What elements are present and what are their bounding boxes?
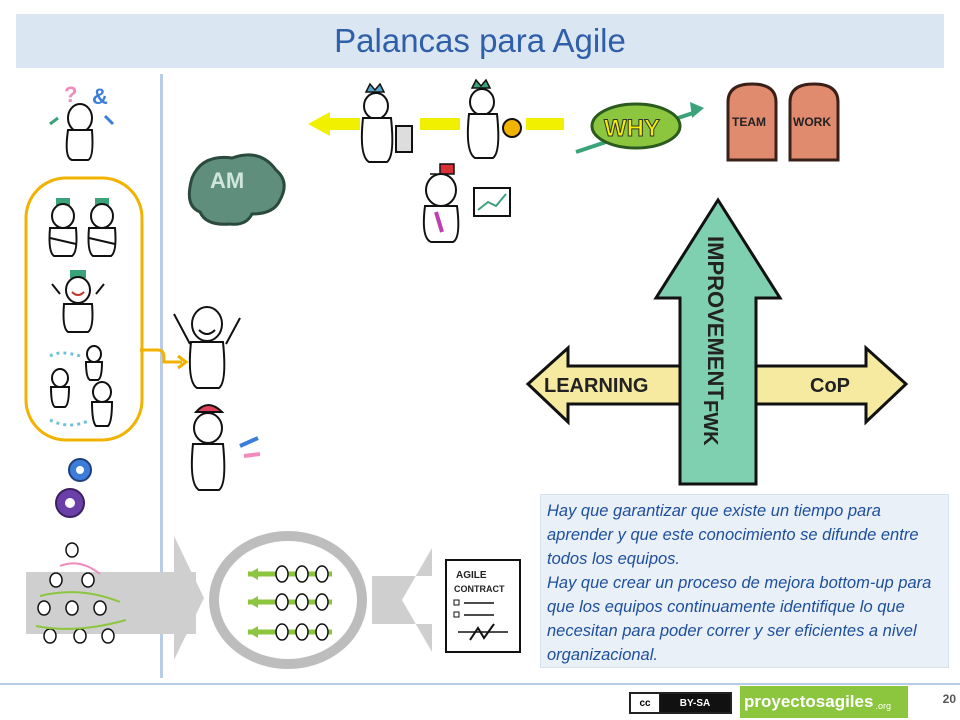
brain-icon: AM [187, 153, 286, 226]
logo-text: proyectosagiles [744, 692, 874, 711]
happy-manager-icon [51, 270, 105, 333]
why-label: WHY [604, 115, 660, 142]
title-bar: Palancas para Agile [16, 14, 944, 68]
proyectosagiles-logo[interactable]: proyectosagiles .org [740, 686, 908, 718]
confused-person-icon: ? & [49, 82, 115, 161]
page-number: 20 [942, 692, 956, 706]
note-paragraph-1: Hay que garantizar que existe un tiempo … [547, 502, 919, 568]
svg-text:?: ? [64, 82, 77, 107]
footer-divider [0, 683, 960, 685]
worker-person-icon [190, 404, 261, 491]
license-label: BY-SA [660, 694, 730, 712]
vertical-divider [160, 74, 163, 678]
king-with-coin-icon [466, 78, 522, 159]
why-icon: WHY [575, 102, 704, 154]
contract-line2: CONTRACT [454, 584, 505, 594]
learning-label: LEARNING [544, 375, 648, 397]
contract-line1: AGILE [456, 570, 487, 581]
king-with-tablet-icon [360, 82, 413, 163]
license-badge[interactable]: cc BY-SA [629, 692, 732, 714]
hierarchy-network-icon [26, 536, 204, 660]
svg-text:&: & [92, 84, 108, 109]
cheering-person-icon [173, 306, 241, 389]
tablet-right-label: WORK [793, 115, 831, 129]
cc-icon: cc [631, 694, 660, 712]
pointer-arrow [140, 348, 182, 364]
agile-contract-icon: AGILE CONTRACT [445, 559, 521, 653]
managers-icon [48, 198, 117, 257]
delegation-arrow [308, 112, 564, 136]
gears-icon [55, 458, 92, 518]
logo-suffix: .org [875, 701, 891, 711]
businessman-chart-icon [422, 163, 511, 243]
grey-chevron-right [372, 548, 432, 652]
team-circle-icon [209, 531, 367, 669]
highlight-outline [24, 176, 144, 442]
slide-title: Palancas para Agile [334, 22, 626, 59]
team-people-icon [49, 345, 114, 427]
note-paragraph-2: Hay que crear un proceso de mejora botto… [547, 574, 932, 664]
brain-label: AM [210, 168, 244, 193]
team-work-tablets-icon: TEAM WORK [726, 82, 840, 162]
cop-label: CoP [810, 375, 850, 397]
fwk-label: FWK [699, 400, 721, 446]
tablet-left-label: TEAM [732, 115, 766, 129]
improvement-label: IMPROVEMENT [703, 236, 728, 400]
note-box: Hay que garantizar que existe un tiempo … [540, 494, 949, 668]
improvement-arrows-icon: LEARNING CoP IMPROVEMENT FWK [525, 197, 909, 486]
